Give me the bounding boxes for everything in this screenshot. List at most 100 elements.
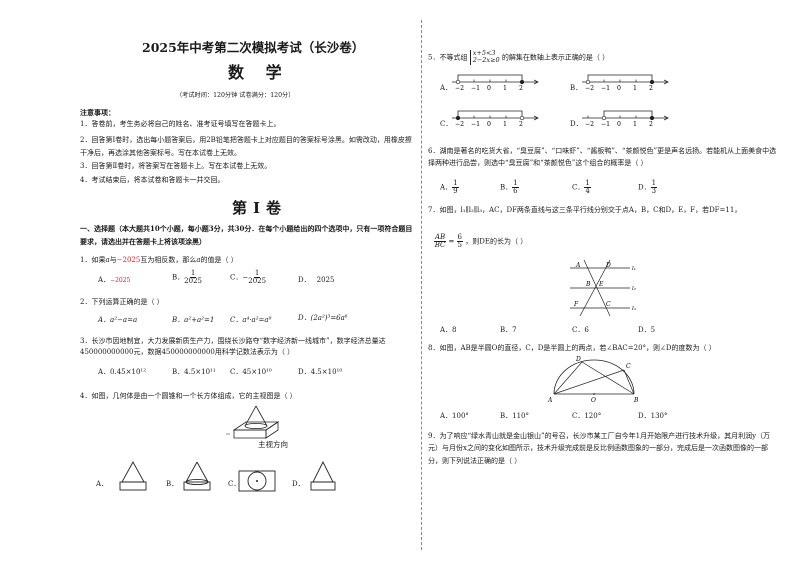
notes-heading: 注意事项：: [80, 108, 115, 117]
numberline-open-point: [519, 115, 525, 121]
q7-label-l2: l₂: [632, 286, 636, 292]
q7-label-c: C: [606, 301, 611, 308]
numberline-closed-point: [455, 115, 461, 121]
q9-stem: 9．为了响应“绿水青山就是金山银山”的号召，长沙市某工厂自今年1月开始限产进行技…: [428, 432, 771, 465]
numberline-tick-label: −1: [471, 121, 480, 128]
q5-option-c[interactable]: C．: [440, 120, 453, 128]
q1-option-a[interactable]: A．−2025: [98, 276, 131, 284]
numberline-arrow: [533, 115, 539, 121]
q7-label-b: B: [585, 281, 591, 288]
numberline-tick-label: 1: [633, 121, 637, 128]
q7-option-b[interactable]: B．7: [500, 326, 517, 334]
numberline-tick-label: 0: [617, 85, 621, 92]
q3-option-c[interactable]: C．45×10¹⁰: [230, 368, 272, 376]
q2-option-b[interactable]: B．a²+a²=1: [172, 316, 215, 324]
q4-option-c[interactable]: C．: [228, 480, 241, 488]
numberline-closed-point: [649, 79, 655, 85]
numberline-closed-point: [649, 115, 655, 121]
q4-option-a[interactable]: A．: [96, 480, 109, 488]
q5-option-b[interactable]: B．: [570, 84, 583, 92]
q8-option-a[interactable]: A．100°: [440, 412, 469, 420]
exam-title: 2025年中考第二次模拟考试（长沙卷）: [142, 40, 365, 55]
q3-option-d[interactable]: D．4.5×10¹⁰: [298, 368, 343, 376]
q4-option-d-figure: [310, 460, 336, 491]
right-column: 5．不等式组 x+5<3 2−2x≥0 的解集在数轴上表示正确的是（ ） A． …: [428, 0, 778, 566]
q8-option-d[interactable]: D．130°: [638, 412, 668, 420]
numberline-tick-label: 0: [617, 121, 621, 128]
q7-option-a[interactable]: A．8: [440, 326, 457, 334]
numberline-tick-label: 2: [519, 85, 523, 92]
numberline-tick-label: −1: [471, 85, 480, 92]
q7-label-l3: l₃: [632, 306, 636, 312]
numberline-tick-label: 1: [503, 85, 507, 92]
q4-option-c-figure: [238, 470, 276, 492]
q3-stem: 3．长沙市因地制宜，大力发展新质生产力，围绕长沙路夺“数字经济新一线城市”，数字…: [80, 337, 386, 356]
numberline-tick-label: 2: [649, 121, 653, 128]
q7-label-d: D: [605, 262, 611, 269]
numberline-arrow: [533, 79, 539, 85]
q2-option-a[interactable]: A．a²−a=a: [98, 316, 138, 324]
q1-option-d[interactable]: D．2025: [298, 276, 335, 284]
q7-stem: 7．如图，l₁∥l₂∥l₃，AC，DF两条直线与这三条平行线分别交于点A，B，C…: [428, 206, 742, 214]
numberline-arrow: [663, 79, 669, 85]
volume-title: 第Ⅰ卷: [232, 199, 288, 217]
numberline-tick-label: −2: [585, 121, 594, 128]
numberline-open-point: [601, 115, 607, 121]
q8-label-c: C: [626, 363, 631, 370]
numberline-tick-label: 2: [519, 121, 523, 128]
q8-label-a: A: [548, 397, 553, 404]
q5-stem: 5．不等式组 x+5<3 2−2x≥0 的解集在数轴上表示正确的是（ ）: [428, 49, 610, 65]
q2-option-d[interactable]: D．(2a²)³=6a⁶: [298, 314, 348, 322]
q8-stem: 8．如图，AB是半圆O的直径，C，D是半圆上的两点，若∠BAC=20°，则∠D的…: [428, 344, 716, 352]
column-divider: [421, 20, 422, 550]
q5-option-a-numberline: −2 −1 0 1 2: [452, 74, 539, 92]
q4-stem: 4．如图，几何体是由一个圆锥和一个长方体组成，它的主视图是（ ）: [80, 392, 297, 400]
numberline-open-point: [455, 79, 461, 85]
section1-heading: 一、选择题（本大题共10个小题，每小题3分，共30分．在每个小题给出的四个选项中…: [80, 224, 413, 247]
q5-option-d-numberline: −2 −1 0 1 2: [582, 110, 669, 128]
numberline-tick-label: −2: [455, 85, 464, 92]
q8-option-b[interactable]: B．110°: [500, 412, 530, 420]
note-2: 2．回答第Ⅰ卷时，选出每小题答案后，用2B铅笔把答题卡上对应题目的答案标号涂黑。…: [80, 136, 412, 158]
left-column: 2025年中考第二次模拟考试（长沙卷） 数 学 （考试时间：120分钟 试卷满分…: [80, 0, 418, 566]
numberline-closed-point: [519, 79, 525, 85]
q7-option-c[interactable]: C．6: [572, 326, 589, 334]
q7-option-d[interactable]: D．5: [638, 326, 656, 334]
numberline-tick-label: 0: [487, 85, 491, 92]
q8-figure: A B C D O: [548, 356, 639, 404]
q5-option-c-numberline: −2 −1 0 1 2: [452, 110, 539, 128]
q8-label-o: O: [591, 397, 596, 404]
note-3: 3．回答第Ⅱ卷时，将答案写在答题卡上。写在本试卷上无效。: [80, 162, 272, 170]
q3-option-b[interactable]: B．4.5×10¹¹: [172, 368, 216, 376]
q4-option-b-figure: [183, 461, 211, 491]
subject-title: 数 学: [228, 63, 290, 82]
q8-label-b: B: [633, 397, 639, 404]
q2-option-c[interactable]: C．a⁴·a²=a⁸: [230, 316, 272, 324]
q4-option-a-figure: [119, 461, 147, 491]
note-1: 1．答卷前，考生务必将自己的姓名、准考证号填写在答题卡上。: [80, 120, 281, 128]
q3-option-a[interactable]: A．0.45×10¹²: [98, 368, 147, 376]
numberline-tick-label: −2: [455, 121, 464, 128]
q7-label-f: F: [573, 301, 579, 308]
q5-option-a[interactable]: A．: [440, 84, 453, 92]
q8-option-c[interactable]: C．120°: [572, 412, 602, 420]
q7-figure: A D B E F C l₁ l₂ l₃: [570, 259, 636, 317]
q7-label-l1: l₁: [632, 266, 636, 272]
q4-option-d[interactable]: D．: [292, 480, 305, 488]
q4-option-b[interactable]: B．: [166, 480, 179, 488]
q5-option-d[interactable]: D．: [570, 120, 583, 128]
numberline-tick-label: 2: [649, 85, 653, 92]
numberline-tick-label: 1: [503, 121, 507, 128]
q7-label-e: E: [598, 281, 604, 288]
numberline-tick-label: −1: [601, 121, 610, 128]
q4-caption: 主视方向: [258, 440, 288, 449]
numberline-tick-label: 0: [487, 121, 491, 128]
